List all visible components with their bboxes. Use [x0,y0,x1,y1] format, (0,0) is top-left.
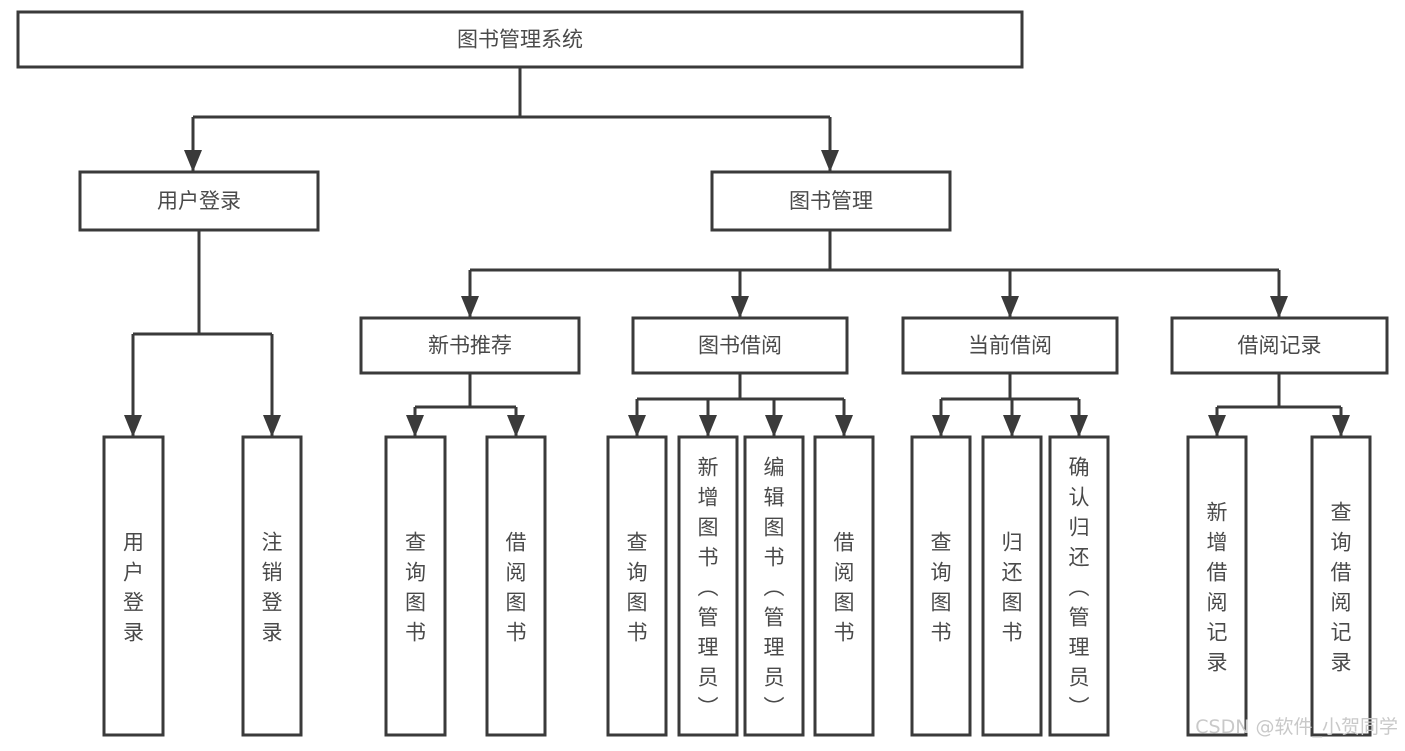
node-leaf-return-book[interactable]: 归还图书 [981,435,1043,737]
node-root-system-label: 图书管理系统 [457,28,583,52]
node-leaf-add-borrow-record-box[interactable] [1186,435,1248,737]
arrow-head-icon [765,415,783,437]
node-leaf-borrow-book-1-box[interactable] [485,435,547,737]
node-new-book-recommend[interactable]: 新书推荐 [359,316,581,375]
node-book-manage-label: 图书管理 [789,189,873,213]
node-leaf-edit-book-admin-label: 编辑图书︵管理员︶ [764,455,785,719]
arrow-head-icon [406,415,424,437]
node-leaf-query-book-3-label: 查询图书 [931,530,952,644]
node-new-book-recommend-label: 新书推荐 [428,334,512,358]
node-current-borrow-label: 当前借阅 [968,334,1052,358]
node-borrow-record-box[interactable] [1170,316,1389,375]
arrow-head-icon [184,150,202,172]
node-leaf-query-book-3[interactable]: 查询图书 [910,435,972,737]
node-leaf-query-borrow-record-label: 查询借阅记录 [1331,500,1352,674]
node-leaf-confirm-return-admin-label: 确认归还︵管理员︶ [1069,455,1090,719]
node-leaf-confirm-return-admin[interactable]: 确认归还︵管理员︶ [1048,435,1110,737]
node-leaf-borrow-book-2-label: 借阅图书 [834,530,855,644]
node-leaf-logout-login-box[interactable] [241,435,303,737]
node-leaf-query-book-2-label: 查询图书 [627,530,648,644]
arrow-head-icon [1270,296,1288,318]
node-leaf-query-book-1-label: 查询图书 [405,530,426,644]
node-leaf-logout-login-label: 注销登录 [262,530,283,644]
node-leaf-borrow-book-1-label: 借阅图书 [506,530,527,644]
node-leaf-query-book-3-box[interactable] [910,435,972,737]
node-layer: 图书管理系统用户登录图书管理新书推荐图书借阅当前借阅借阅记录用户登录注销登录查询… [16,10,1389,737]
node-leaf-add-borrow-record-label: 新增借阅记录 [1207,500,1228,674]
node-leaf-add-book-admin[interactable]: 新增图书︵管理员︶ [677,435,739,737]
node-leaf-query-borrow-record[interactable]: 查询借阅记录 [1310,435,1372,737]
csdn-watermark: CSDN @软件_小贺同学 [1195,716,1398,738]
node-leaf-return-book-box[interactable] [981,435,1043,737]
arrow-head-icon [1001,296,1019,318]
node-leaf-logout-login[interactable]: 注销登录 [241,435,303,737]
arrow-head-icon [507,415,525,437]
connector-layer [124,67,1350,437]
arrow-head-icon [932,415,950,437]
node-user-login-box[interactable] [78,170,320,232]
node-user-login-label: 用户登录 [157,189,241,213]
node-leaf-return-book-label: 归还图书 [1002,530,1023,644]
arrow-head-icon [628,415,646,437]
arrow-head-icon [263,415,281,437]
node-borrow-record-label: 借阅记录 [1238,334,1322,358]
node-leaf-borrow-book-2-box[interactable] [813,435,875,737]
arrow-head-icon [1070,415,1088,437]
node-book-manage[interactable]: 图书管理 [710,170,952,232]
node-leaf-add-book-admin-label: 新增图书︵管理员︶ [698,455,719,719]
node-book-borrow[interactable]: 图书借阅 [631,316,849,375]
arrow-head-icon [835,415,853,437]
arrow-head-icon [821,150,839,172]
arrow-head-icon [1332,415,1350,437]
node-leaf-user-login[interactable]: 用户登录 [102,435,165,737]
arrow-head-icon [1208,415,1226,437]
node-leaf-user-login-box[interactable] [102,435,165,737]
node-leaf-add-borrow-record[interactable]: 新增借阅记录 [1186,435,1248,737]
node-user-login[interactable]: 用户登录 [78,170,320,232]
node-leaf-query-book-1-box[interactable] [384,435,447,737]
node-new-book-recommend-box[interactable] [359,316,581,375]
arrow-head-icon [731,296,749,318]
node-leaf-user-login-label: 用户登录 [123,530,144,644]
node-leaf-add-book-admin-box[interactable] [677,435,739,737]
node-root-system[interactable]: 图书管理系统 [16,10,1024,69]
arrow-head-icon [124,415,142,437]
node-leaf-query-book-2[interactable]: 查询图书 [606,435,668,737]
node-book-manage-box[interactable] [710,170,952,232]
arrow-head-icon [1003,415,1021,437]
node-book-borrow-label: 图书借阅 [698,334,782,358]
node-leaf-query-book-1[interactable]: 查询图书 [384,435,447,737]
node-current-borrow-box[interactable] [901,316,1119,375]
node-leaf-borrow-book-2[interactable]: 借阅图书 [813,435,875,737]
node-leaf-query-borrow-record-box[interactable] [1310,435,1372,737]
node-leaf-confirm-return-admin-box[interactable] [1048,435,1110,737]
node-current-borrow[interactable]: 当前借阅 [901,316,1119,375]
node-root-system-box[interactable] [16,10,1024,69]
node-leaf-borrow-book-1[interactable]: 借阅图书 [485,435,547,737]
node-book-borrow-box[interactable] [631,316,849,375]
node-leaf-query-book-2-box[interactable] [606,435,668,737]
arrow-head-icon [461,296,479,318]
node-leaf-edit-book-admin-box[interactable] [743,435,805,737]
node-borrow-record[interactable]: 借阅记录 [1170,316,1389,375]
node-leaf-edit-book-admin[interactable]: 编辑图书︵管理员︶ [743,435,805,737]
arrow-head-icon [699,415,717,437]
